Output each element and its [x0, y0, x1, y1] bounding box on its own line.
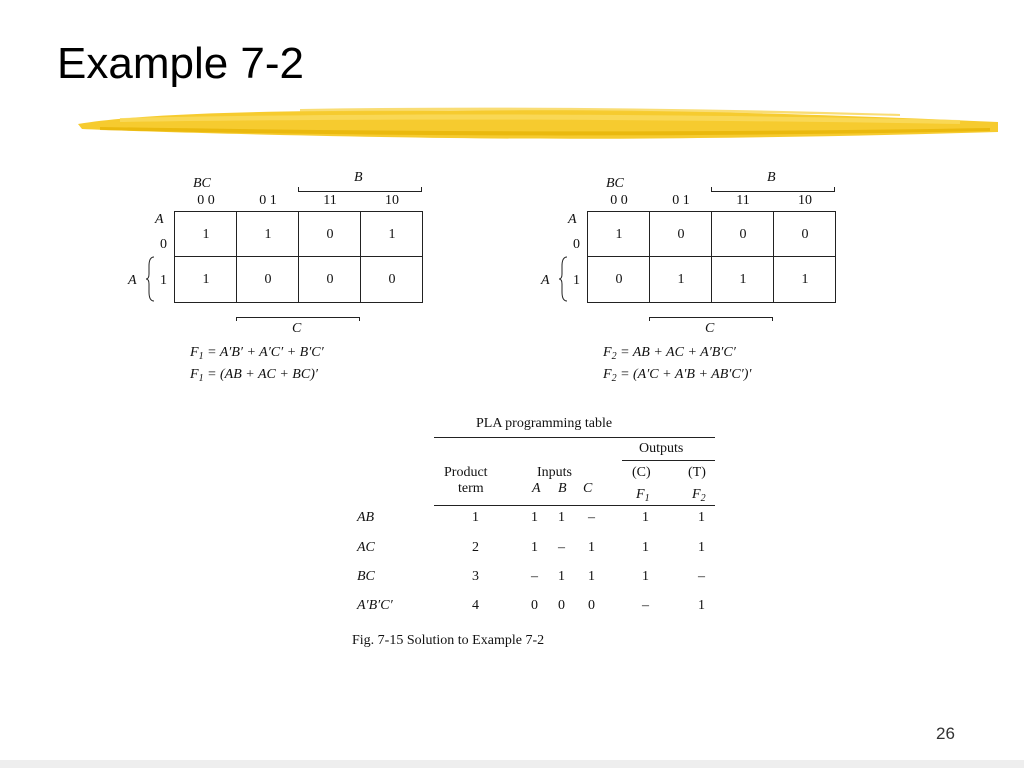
pla-row-c: –: [588, 510, 595, 525]
kmap-left-col-header: 0 1: [259, 193, 277, 208]
kmap-left-b-bar: [298, 191, 422, 192]
kmap-left-col-var: BC: [193, 176, 211, 191]
pla-row-f1: 1: [642, 510, 649, 525]
pla-output-t-header: (T): [688, 465, 706, 480]
kmap-right-cell: 0: [615, 272, 623, 287]
kmap-left-cell: 1: [264, 227, 272, 242]
kmap-right-cell: 0: [677, 227, 685, 242]
kmap-right-equation-1: F2 = AB + AC + A′B′C′: [603, 345, 736, 362]
kmap-left-cell: 1: [202, 227, 210, 242]
kmap-right-row-label: 1: [573, 273, 580, 288]
pla-row-num: 2: [472, 540, 479, 555]
pla-row-b: 1: [558, 510, 565, 525]
pla-row-num: 4: [472, 598, 479, 613]
kmap-right-cell: 1: [677, 272, 685, 287]
kmap-right-brace: [559, 256, 568, 302]
pla-row-term: BC: [357, 569, 375, 584]
pla-row-f2: 1: [698, 540, 705, 555]
kmap-right-row-var: A: [568, 212, 577, 227]
kmap-left-col-header: 11: [323, 193, 337, 208]
kmap-left-brace: [146, 256, 155, 302]
kmap-right-cell: 1: [615, 227, 623, 242]
pla-row-f1: 1: [642, 569, 649, 584]
pla-term-header: term: [458, 481, 484, 496]
pla-row-num: 3: [472, 569, 479, 584]
pla-row-b: 0: [558, 598, 565, 613]
kmap-right-col-header: 10: [798, 193, 812, 208]
highlighter-brush-stroke: [78, 107, 998, 139]
kmap-left-cell: 1: [202, 272, 210, 287]
pla-row-c: 1: [588, 540, 595, 555]
figure-caption: Fig. 7-15 Solution to Example 7-2: [352, 633, 545, 648]
kmap-left-row-var: A: [155, 212, 164, 227]
kmap-left-cell: 0: [264, 272, 272, 287]
kmap-left-equation-2: F1 = (AB + AC + BC)′: [190, 367, 318, 384]
kmap-left-equation-1: F1 = A′B′ + A′C′ + B′C′: [190, 345, 324, 362]
kmap-left-cell: 0: [326, 227, 334, 242]
pla-input-col-a: A: [532, 481, 541, 496]
pla-row-f1: –: [642, 598, 649, 613]
kmap-left-row-label: 0: [160, 237, 167, 252]
page-number: 26: [936, 724, 955, 743]
pla-row-a: 1: [531, 540, 538, 555]
pla-f1-header: F1: [636, 487, 650, 504]
pla-outputs-header: Outputs: [639, 441, 684, 456]
pla-row-term: A′B′C′: [357, 598, 393, 613]
pla-row-b: –: [558, 540, 565, 555]
kmap-right-cell: 1: [739, 272, 747, 287]
kmap-right-cell: 0: [739, 227, 747, 242]
pla-row-f2: 1: [698, 510, 705, 525]
pla-row-f2: 1: [698, 598, 705, 613]
pla-row-c: 1: [588, 569, 595, 584]
pla-row-b: 1: [558, 569, 565, 584]
kmap-right-row-label: 0: [573, 237, 580, 252]
pla-input-col-c: C: [583, 481, 593, 496]
kmap-right-c-bar: [649, 317, 773, 318]
pla-input-col-b: B: [558, 481, 567, 496]
kmap-left-c-label: C: [292, 321, 302, 336]
kmap-left-side-label: A: [128, 273, 137, 288]
bottom-bar: [0, 760, 1024, 768]
pla-output-c-header: (C): [632, 465, 651, 480]
pla-row-term: AB: [357, 510, 375, 525]
pla-row-term: AC: [357, 540, 375, 555]
pla-inputs-header: Inputs: [537, 465, 572, 480]
pla-row-num: 1: [472, 510, 479, 525]
kmap-left-cell: 0: [388, 272, 396, 287]
kmap-right-b-bar: [711, 191, 835, 192]
kmap-right-cell: 0: [801, 227, 809, 242]
pla-row-a: 1: [531, 510, 538, 525]
pla-row-c: 0: [588, 598, 595, 613]
pla-row-a: –: [531, 569, 538, 584]
pla-product-header: Product: [444, 465, 488, 480]
kmap-right-equation-2: F2 = (A′C + A′B + AB′C′)′: [603, 367, 752, 384]
pla-row-a: 0: [531, 598, 538, 613]
kmap-right-b-label: B: [767, 170, 776, 185]
kmap-right-col-header: 0 0: [610, 193, 628, 208]
kmap-left-c-bar: [236, 317, 360, 318]
kmap-right-col-var: BC: [606, 176, 624, 191]
kmap-left-col-header: 0 0: [197, 193, 215, 208]
kmap-right-c-label: C: [705, 321, 715, 336]
kmap-left-row-label: 1: [160, 273, 167, 288]
kmap-left-col-header: 10: [385, 193, 399, 208]
kmap-right-col-header: 0 1: [672, 193, 690, 208]
kmap-right-col-header: 11: [736, 193, 750, 208]
kmap-left-cell: 0: [326, 272, 334, 287]
kmap-right-side-label: A: [541, 273, 550, 288]
kmap-right-cell: 1: [801, 272, 809, 287]
pla-row-f1: 1: [642, 540, 649, 555]
slide-title: Example 7-2: [57, 39, 305, 88]
pla-row-f2: –: [698, 569, 705, 584]
pla-table-title: PLA programming table: [476, 416, 613, 431]
pla-f2-header: F2: [692, 487, 706, 504]
kmap-left-b-label: B: [354, 170, 363, 185]
kmap-left-cell: 1: [388, 227, 396, 242]
